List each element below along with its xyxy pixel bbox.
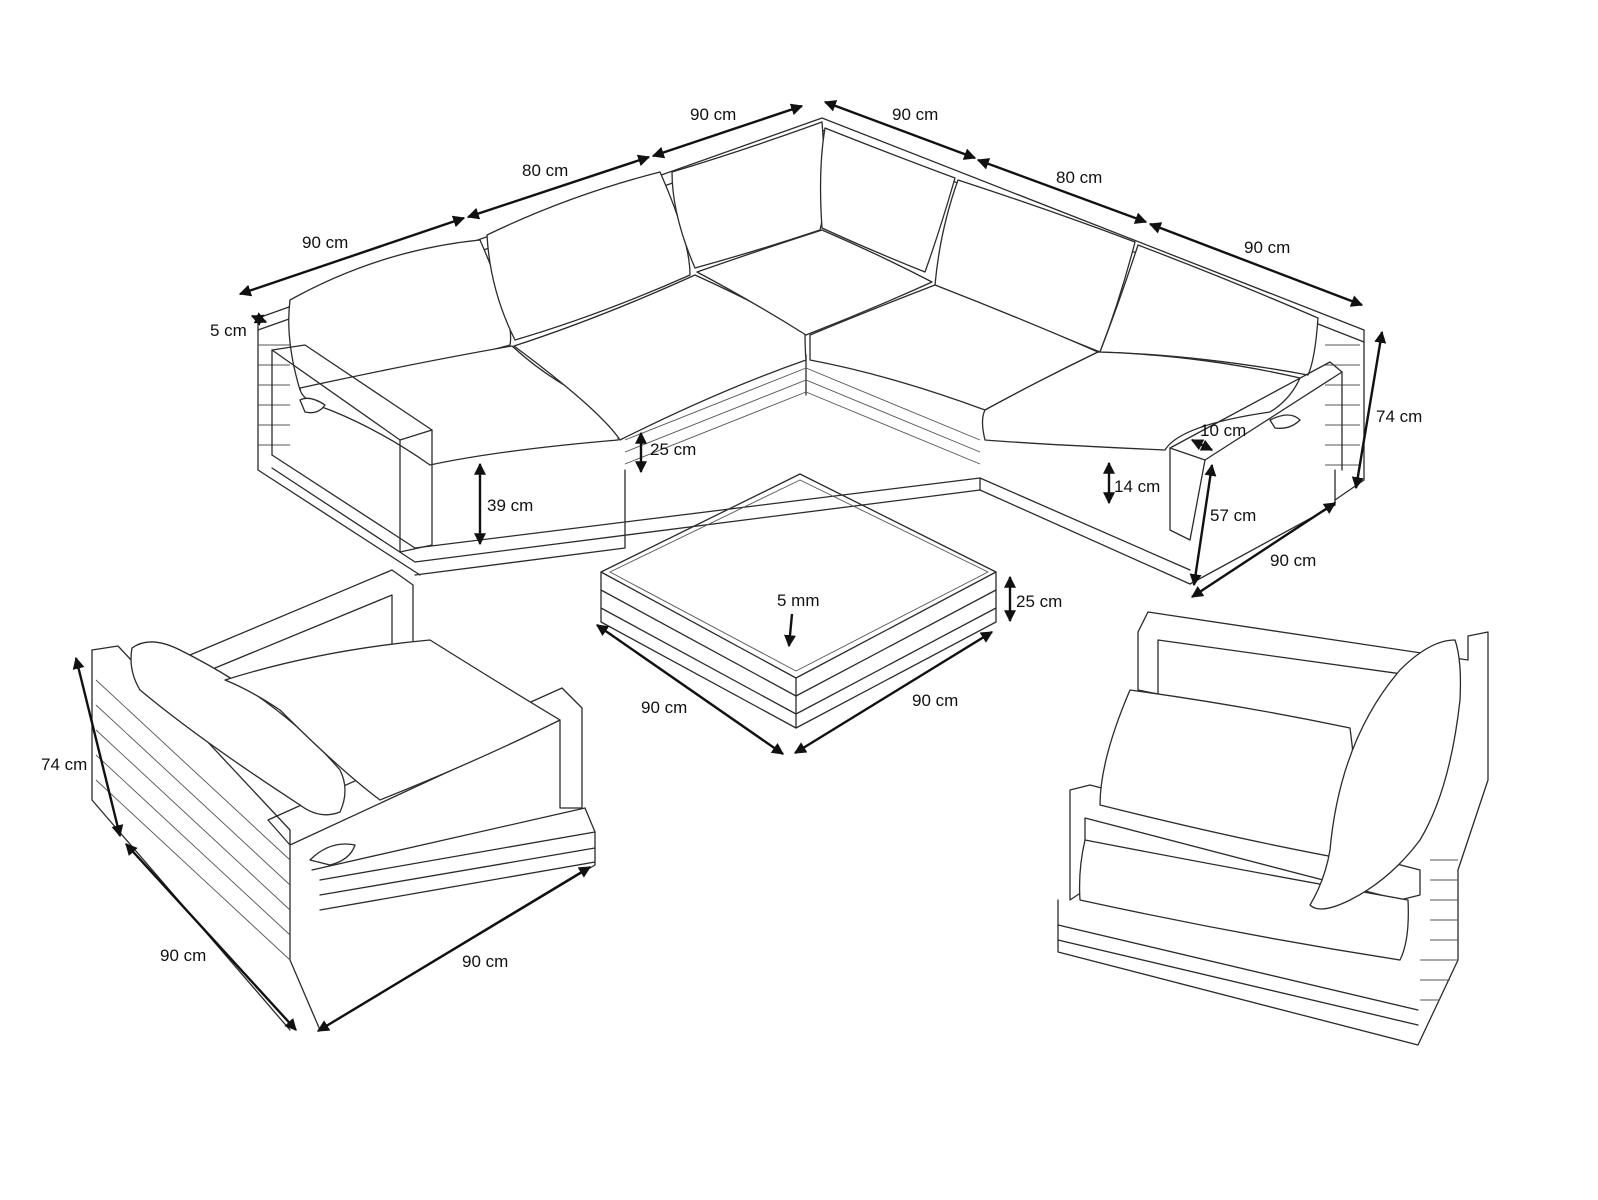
label-sofa-left-middle-width: 80 cm	[522, 161, 568, 180]
label-sofa-left-module-width: 90 cm	[302, 233, 348, 252]
label-chair-left-depth: 90 cm	[160, 946, 206, 965]
label-chair-left-width: 90 cm	[462, 952, 508, 971]
label-sofa-corner-left-width: 90 cm	[690, 105, 736, 124]
label-glass-thickness: 5 mm	[777, 591, 820, 610]
dimension-labels: 90 cm 80 cm 90 cm 90 cm 80 cm 90 cm 5 cm…	[41, 105, 1422, 971]
label-sofa-right-middle-width: 80 cm	[1056, 168, 1102, 187]
label-sofa-right-module-width: 90 cm	[1244, 238, 1290, 257]
label-seat-cushion-thickness: 14 cm	[1114, 477, 1160, 496]
dimension-arrows	[72, 100, 1387, 1033]
label-table-width: 90 cm	[641, 698, 687, 717]
label-sofa-corner-right-width: 90 cm	[892, 105, 938, 124]
corner-sofa	[257, 117, 1365, 585]
label-armrest-width: 10 cm	[1200, 421, 1246, 440]
right-armchair	[1057, 611, 1489, 1046]
label-sofa-depth: 90 cm	[1270, 551, 1316, 570]
label-seat-height: 39 cm	[487, 496, 533, 515]
label-chair-left-height: 74 cm	[41, 755, 87, 774]
label-table-height: 25 cm	[1016, 592, 1062, 611]
label-sofa-height: 74 cm	[1376, 407, 1422, 426]
label-table-depth: 90 cm	[912, 691, 958, 710]
label-frame-slat-thickness: 5 cm	[210, 321, 247, 340]
label-armrest-height: 57 cm	[1210, 506, 1256, 525]
label-base-height: 25 cm	[650, 440, 696, 459]
